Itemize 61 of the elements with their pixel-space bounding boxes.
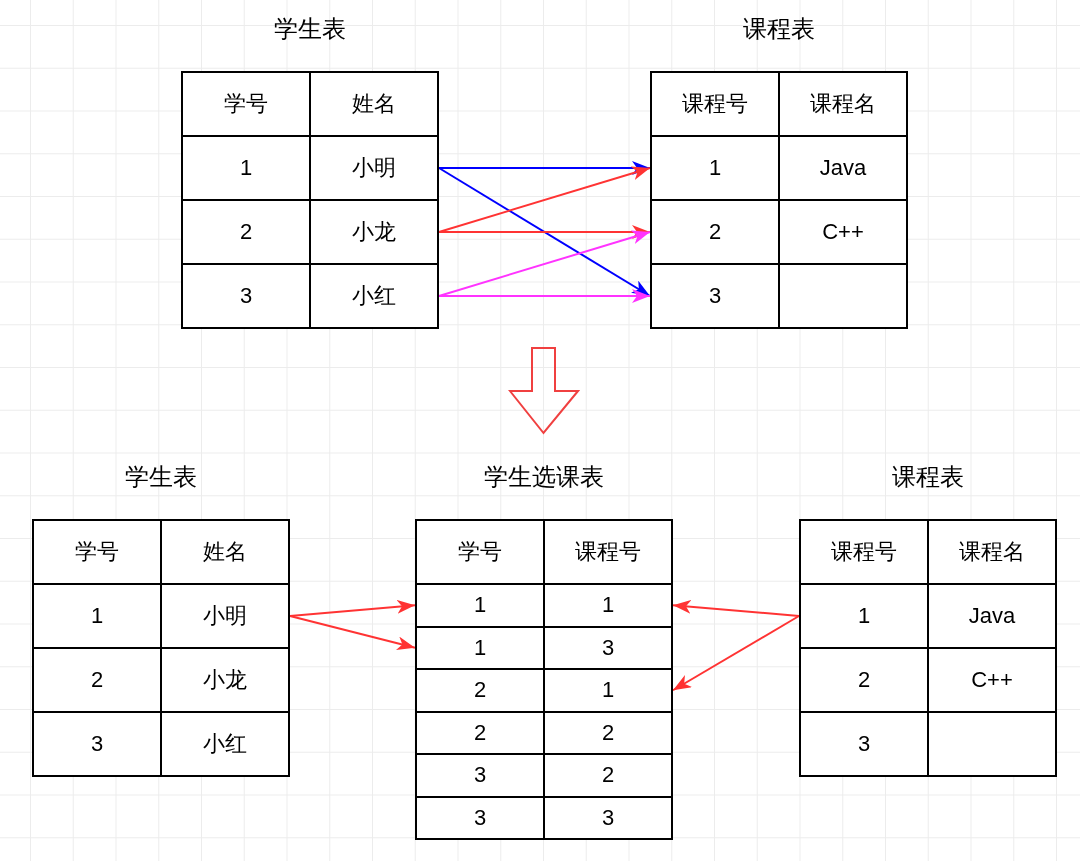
table-cell: 3 (799, 711, 929, 777)
table-cell: 2 (799, 647, 929, 713)
table-title: 课程表 (743, 14, 815, 44)
arrow (289, 599, 416, 617)
table-cell: 1 (799, 583, 929, 649)
table-cell: 小龙 (160, 647, 290, 713)
header-cell: 课程号 (650, 71, 780, 137)
arrow (438, 166, 651, 233)
table-cell: 2 (650, 199, 780, 265)
table-cell: 3 (415, 753, 545, 798)
header-cell: 学号 (415, 519, 545, 585)
table-cell (927, 711, 1057, 777)
arrow (672, 599, 800, 617)
table-cell: 3 (650, 263, 780, 329)
header-cell: 学号 (32, 519, 162, 585)
header-cell: 姓名 (309, 71, 439, 137)
arrow (438, 289, 651, 303)
table-title: 课程表 (892, 462, 964, 492)
header-cell: 姓名 (160, 519, 290, 585)
arrow (438, 230, 651, 297)
table-cell: 2 (543, 710, 673, 755)
arrow (438, 167, 651, 297)
table-cell: 3 (181, 263, 311, 329)
table-title: 学生选课表 (484, 462, 604, 492)
table-cell: Java (927, 583, 1057, 649)
header-cell: 课程号 (543, 519, 673, 585)
table-cell: 1 (543, 583, 673, 628)
table-title: 学生表 (125, 462, 197, 492)
table-cell: 2 (543, 753, 673, 798)
table-cell: 1 (181, 135, 311, 201)
arrow (438, 161, 651, 175)
table-cell: 3 (415, 795, 545, 840)
table-cell: 小龙 (309, 199, 439, 265)
table-cell: 小明 (160, 583, 290, 649)
table-cell: 3 (32, 711, 162, 777)
table-cell: 1 (650, 135, 780, 201)
header-cell: 课程号 (799, 519, 929, 585)
table-cell: 2 (181, 199, 311, 265)
header-cell: 课程名 (927, 519, 1057, 585)
header-cell: 学号 (181, 71, 311, 137)
table-cell: C++ (927, 647, 1057, 713)
arrow (438, 225, 651, 239)
table-cell: C++ (778, 199, 908, 265)
table-cell: 1 (415, 583, 545, 628)
table-cell: 1 (32, 583, 162, 649)
table-cell: 1 (543, 668, 673, 713)
table-cell: 小明 (309, 135, 439, 201)
header-cell: 课程名 (778, 71, 908, 137)
table-cell: Java (778, 135, 908, 201)
table-cell: 3 (543, 795, 673, 840)
table-cell: 1 (415, 625, 545, 670)
arrow (672, 615, 800, 692)
table-cell: 小红 (160, 711, 290, 777)
table-cell: 小红 (309, 263, 439, 329)
table-cell: 2 (32, 647, 162, 713)
table-cell: 3 (543, 625, 673, 670)
table-cell: 2 (415, 710, 545, 755)
table-cell (778, 263, 908, 329)
table-cell: 2 (415, 668, 545, 713)
table-title: 学生表 (274, 14, 346, 44)
arrow (289, 615, 416, 651)
